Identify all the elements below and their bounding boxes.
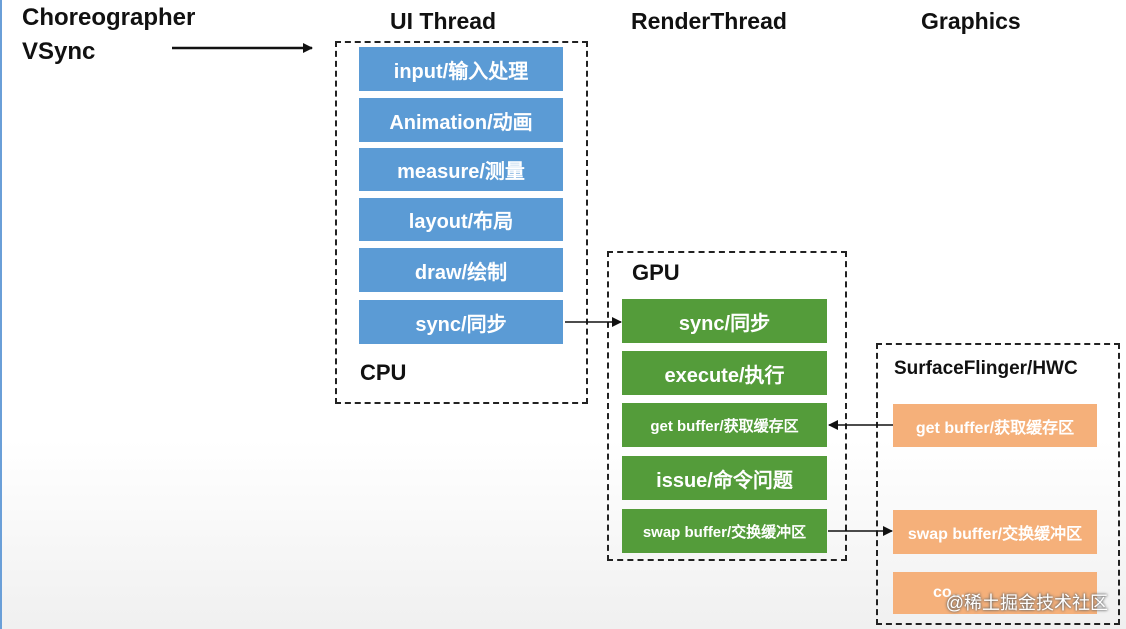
gpu-step-get-buffer: get buffer/获取缓存区	[622, 403, 827, 447]
graphics-title: Graphics	[921, 8, 1021, 34]
watermark: @稀土掘金技术社区	[945, 593, 1108, 613]
sf-step-partial: co...	[893, 572, 1097, 614]
sf-step-get-buffer: get buffer/获取缓存区	[893, 404, 1097, 447]
gpu-step-execute: execute/执行	[622, 351, 827, 395]
gpu-step-swap-buffer: swap buffer/交换缓冲区	[622, 509, 827, 553]
sf-step-swap-buffer: swap buffer/交换缓冲区	[893, 510, 1097, 554]
cpu-label: CPU	[360, 360, 407, 385]
gpu-step-sync: sync/同步	[622, 299, 827, 343]
cpu-step-input: input/输入处理	[359, 47, 563, 91]
surfaceflinger-box	[876, 343, 1120, 625]
render-thread-title: RenderThread	[631, 8, 787, 34]
gpu-box	[607, 251, 847, 561]
cpu-step-measure: measure/测量	[359, 148, 563, 191]
vsync-title: VSync	[22, 38, 96, 65]
cpu-step-layout: layout/布局	[359, 198, 563, 241]
gpu-step-issue: issue/命令问题	[622, 456, 827, 500]
slide-left-border	[0, 0, 2, 629]
cpu-step-draw: draw/绘制	[359, 248, 563, 292]
surfaceflinger-label: SurfaceFlinger/HWC	[894, 358, 1078, 379]
choreographer-title: Choreographer	[22, 4, 196, 31]
ui-thread-title: UI Thread	[390, 8, 497, 34]
gpu-label: GPU	[632, 260, 680, 285]
cpu-step-sync: sync/同步	[359, 300, 563, 344]
cpu-box	[335, 41, 588, 404]
cpu-step-animation: Animation/动画	[359, 98, 563, 142]
